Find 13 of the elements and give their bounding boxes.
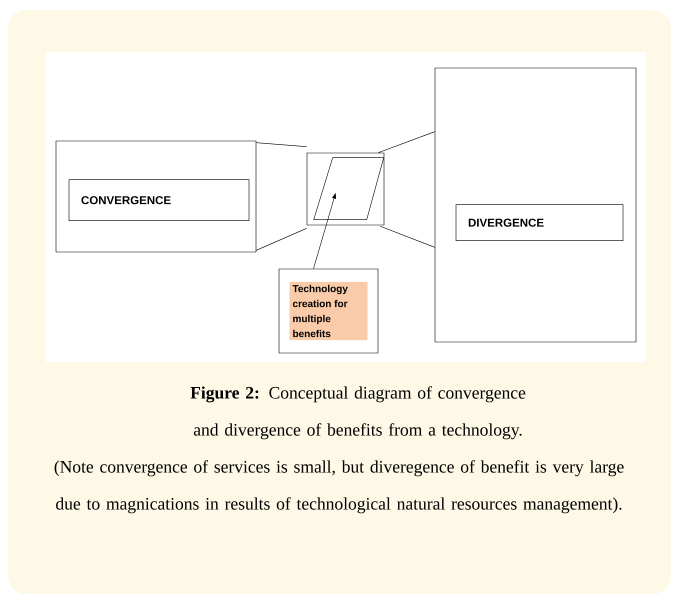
outer-box [56, 140, 256, 252]
label-box: CONVERGENCE [68, 179, 250, 221]
connector-line [256, 228, 307, 251]
outer-box [434, 68, 636, 342]
connector-line [378, 131, 435, 153]
figure-caption: Figure 2: Conceptual diagram of convergence and divergence of benefits from a technology. [190, 386, 526, 440]
label-box: DIVERGENCE [456, 204, 624, 241]
center-box [306, 152, 384, 226]
parallelogram [313, 157, 384, 220]
note-text: (Note convergence of services is small, but diveregence of benefit is very large due to magnications in results of technological natural resources management). [54, 460, 624, 514]
text-box: Technology creation for multiple benefits [278, 268, 378, 354]
connector-line [380, 226, 435, 248]
connector-line [256, 142, 307, 147]
